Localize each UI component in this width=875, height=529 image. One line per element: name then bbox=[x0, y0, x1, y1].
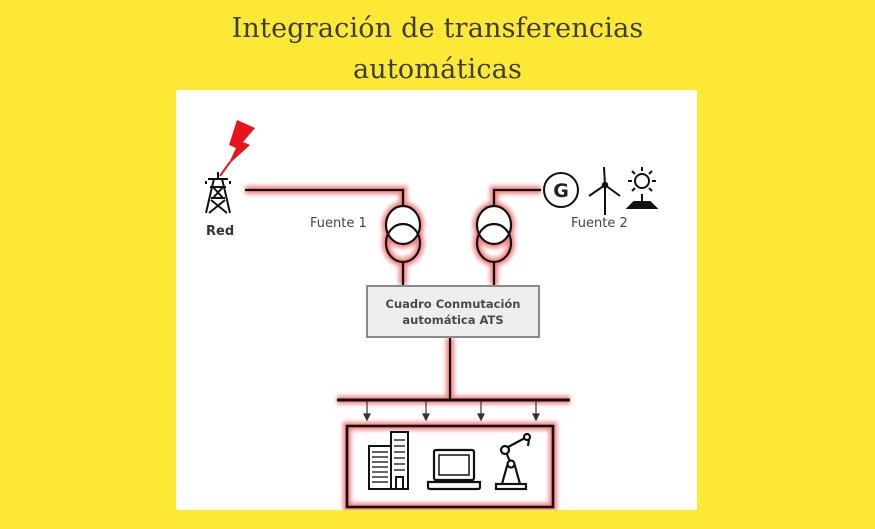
building-icon bbox=[368, 431, 409, 490]
page-title: Integración de transferencias automática… bbox=[0, 8, 875, 90]
title-line-2: automáticas bbox=[352, 54, 523, 85]
generator-icon: G bbox=[543, 172, 579, 208]
diagram-wiring: G bbox=[205, 120, 659, 510]
robot-arm-icon bbox=[494, 432, 532, 491]
lightning-icon bbox=[219, 120, 255, 177]
laptop-icon bbox=[426, 448, 482, 491]
feeder-arrows bbox=[363, 401, 540, 422]
ats-label-line-1: Cuadro Conmutación bbox=[385, 296, 521, 311]
ats-diagram: G bbox=[176, 90, 697, 510]
source1-line bbox=[245, 188, 405, 207]
source2-line bbox=[492, 188, 541, 207]
transmission-tower-icon bbox=[205, 172, 231, 214]
fuente-1-label: Fuente 1 bbox=[310, 216, 367, 231]
svg-text:G: G bbox=[553, 180, 569, 202]
line-layer bbox=[245, 188, 570, 509]
fuente-2-label: Fuente 2 bbox=[571, 216, 628, 231]
ats-label-line-2: automática ATS bbox=[402, 312, 504, 327]
wind-turbine-icon bbox=[588, 166, 621, 215]
solar-panel-icon bbox=[625, 167, 659, 209]
ats-switch-panel: Cuadro Conmutación automática ATS bbox=[366, 285, 540, 338]
title-line-1: Integración de transferencias bbox=[231, 13, 644, 44]
loads-box bbox=[345, 424, 555, 509]
red-label: Red bbox=[206, 224, 235, 239]
